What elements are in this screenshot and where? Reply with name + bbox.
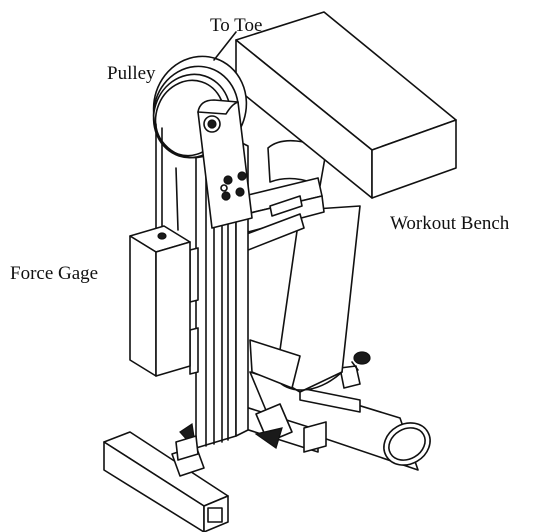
force-gage-box bbox=[129, 225, 191, 377]
to-toe-leader bbox=[213, 31, 237, 61]
bench-base-tube bbox=[249, 371, 431, 471]
force-gage-label: Force Gage bbox=[10, 263, 99, 284]
to-toe-label: To Toe bbox=[210, 15, 263, 36]
cable bbox=[155, 123, 179, 233]
gusset-brackets bbox=[175, 422, 283, 461]
mounting-plate bbox=[197, 99, 253, 229]
front-foot bbox=[103, 431, 229, 532]
workout-bench-label: Workout Bench bbox=[390, 213, 510, 234]
bench-post bbox=[249, 139, 361, 393]
adjustment-knob bbox=[339, 351, 371, 389]
pulley-label: Pulley bbox=[107, 63, 156, 84]
